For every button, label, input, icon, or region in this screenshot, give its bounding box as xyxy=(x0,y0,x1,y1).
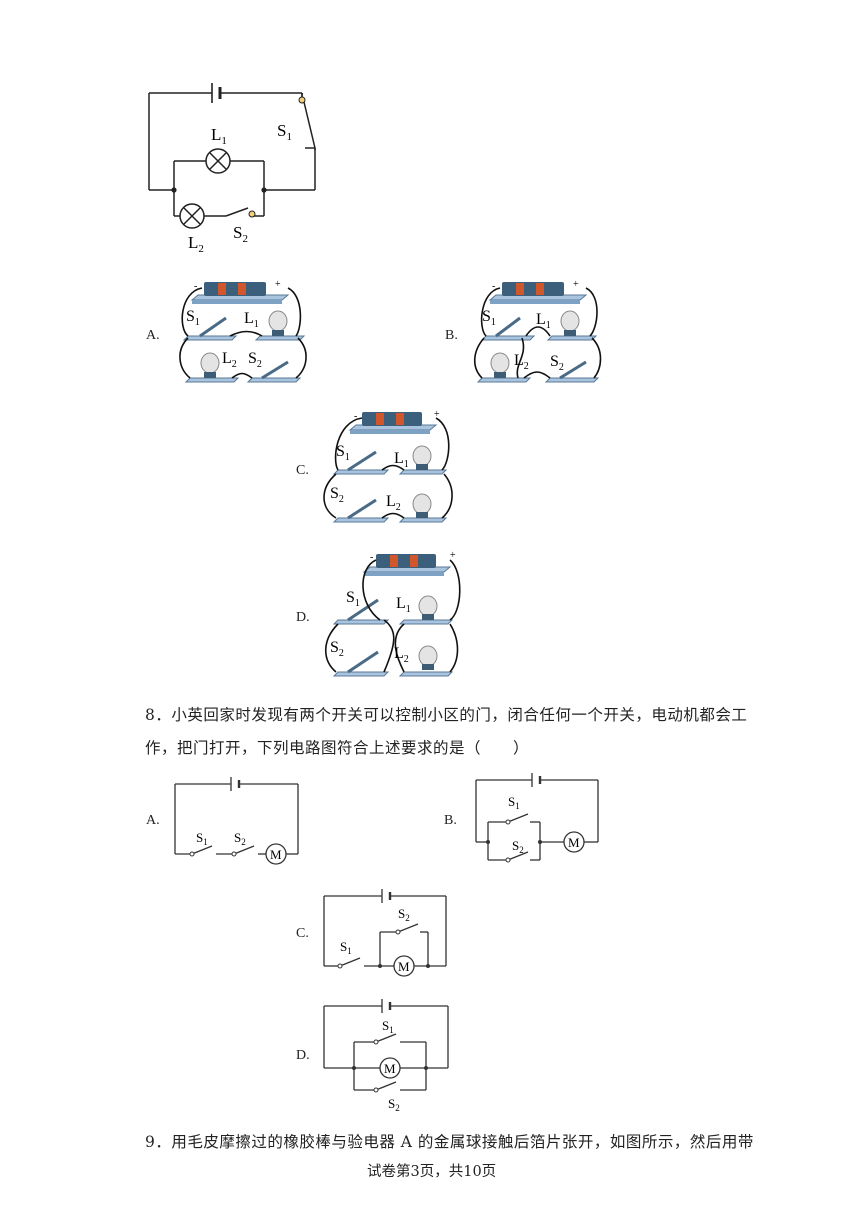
tag-s1: S xyxy=(186,308,195,325)
label-s1: S xyxy=(508,794,515,809)
q7-option-b-kit: - + S1 L1 L2 S2 xyxy=(473,279,602,383)
q7-option-c-kit: - + S1 L1 S2 L2 xyxy=(323,409,453,523)
svg-text:S1: S1 xyxy=(346,589,360,609)
svg-text:L1: L1 xyxy=(244,310,259,330)
label-s2: S xyxy=(398,906,405,921)
q8-option-b-letter[interactable]: B. xyxy=(444,813,457,828)
tag-l1: L xyxy=(396,595,406,612)
svg-text:S2: S2 xyxy=(330,639,344,659)
svg-text:S1: S1 xyxy=(382,1018,394,1035)
tag-s2: S xyxy=(330,639,339,656)
svg-text:L1: L1 xyxy=(396,595,411,615)
svg-text:S1: S1 xyxy=(340,939,352,956)
battery-plus: + xyxy=(434,409,440,420)
q7-option-b-letter[interactable]: B. xyxy=(445,328,458,343)
svg-text:L2: L2 xyxy=(386,493,401,513)
tag-s2: S xyxy=(550,353,559,370)
svg-text:L2: L2 xyxy=(394,645,409,665)
q7-main-circuit: L1 S1 L2 S2 xyxy=(148,83,316,253)
q8-option-d-circuit: S1 S2 M xyxy=(323,999,449,1113)
tag-s2: S xyxy=(248,350,257,367)
q7-option-a-letter[interactable]: A. xyxy=(146,328,160,343)
svg-text:S1: S1 xyxy=(186,308,200,328)
tag-s1: S xyxy=(482,308,491,325)
battery-plus: + xyxy=(450,550,456,561)
tag-l2: L xyxy=(222,350,232,367)
svg-text:S2: S2 xyxy=(233,223,248,245)
tag-l1: L xyxy=(244,310,254,327)
label-s1: S xyxy=(382,1018,389,1033)
motor-label: M xyxy=(398,959,410,974)
battery-minus: - xyxy=(492,281,495,292)
label-s2: S xyxy=(512,838,519,853)
tag-l2: L xyxy=(514,352,524,369)
tag-l2: L xyxy=(386,493,396,510)
q7-option-d-kit: - + S1 L1 S2 L2 xyxy=(324,550,461,677)
svg-text:S2: S2 xyxy=(234,830,246,847)
question-8-line-1: 8．小英回家时发现有两个开关可以控制小区的门，闭合任何一个开关，电动机都会工 xyxy=(145,706,748,724)
label-s1: S xyxy=(277,121,286,140)
q7-option-c-letter[interactable]: C. xyxy=(296,463,309,478)
q7-option-d-letter[interactable]: D. xyxy=(296,610,310,625)
page-footer: 试卷第3页，共10页 xyxy=(367,1164,497,1180)
battery-plus: + xyxy=(275,279,281,290)
question-9-line-1: 9．用毛皮摩擦过的橡胶棒与验电器 A 的金属球接触后箔片张开，如图所示，然后用带 xyxy=(145,1133,754,1151)
battery-minus: - xyxy=(194,281,197,292)
svg-text:L2: L2 xyxy=(188,233,204,253)
q7-option-a-kit: - + S1 L1 L2 S2 xyxy=(179,279,307,383)
label-l1: L xyxy=(211,125,221,144)
q8-option-b-circuit: S1 S2 M xyxy=(475,773,599,863)
motor-label: M xyxy=(568,835,580,850)
tag-s1: S xyxy=(346,589,355,606)
q8-option-a-letter[interactable]: A. xyxy=(146,813,160,828)
tag-s1: S xyxy=(336,443,345,460)
q8-option-c-circuit: S1 S2 M xyxy=(323,889,447,977)
battery-minus: - xyxy=(370,552,373,563)
label-s2: S xyxy=(233,223,242,242)
q8-option-d-letter[interactable]: D. xyxy=(296,1048,310,1063)
svg-text:S2: S2 xyxy=(512,838,524,855)
svg-text:S1: S1 xyxy=(196,830,208,847)
svg-text:S2: S2 xyxy=(388,1096,400,1113)
svg-text:S1: S1 xyxy=(336,443,350,463)
tag-s2: S xyxy=(330,485,339,502)
motor-label: M xyxy=(384,1061,396,1076)
svg-text:L1: L1 xyxy=(211,125,227,147)
label-s1: S xyxy=(196,830,203,845)
svg-text:L2: L2 xyxy=(222,350,237,370)
svg-text:S1: S1 xyxy=(482,308,496,328)
question-8-line-2: 作，把门打开，下列电路图符合上述要求的是（ ） xyxy=(145,739,530,757)
battery-plus: + xyxy=(573,279,579,290)
motor-label: M xyxy=(270,847,282,862)
label-l2: L xyxy=(188,233,198,252)
label-s1: S xyxy=(340,939,347,954)
svg-text:S2: S2 xyxy=(330,485,344,505)
svg-text:S1: S1 xyxy=(277,121,292,143)
q8-option-a-circuit: S1 S2 M xyxy=(174,777,299,865)
tag-l1: L xyxy=(394,450,404,467)
tag-l1: L xyxy=(536,311,546,328)
label-s2: S xyxy=(388,1096,395,1111)
svg-text:S2: S2 xyxy=(550,353,564,373)
svg-text:L2: L2 xyxy=(514,352,529,372)
svg-text:S2: S2 xyxy=(248,350,262,370)
battery-minus: - xyxy=(354,411,357,422)
svg-text:L1: L1 xyxy=(394,450,409,470)
svg-text:L1: L1 xyxy=(536,311,551,331)
svg-text:S2: S2 xyxy=(398,906,410,923)
label-s2: S xyxy=(234,830,241,845)
tag-l2: L xyxy=(394,645,404,662)
svg-text:S1: S1 xyxy=(508,794,520,811)
q8-option-c-letter[interactable]: C. xyxy=(296,926,309,941)
